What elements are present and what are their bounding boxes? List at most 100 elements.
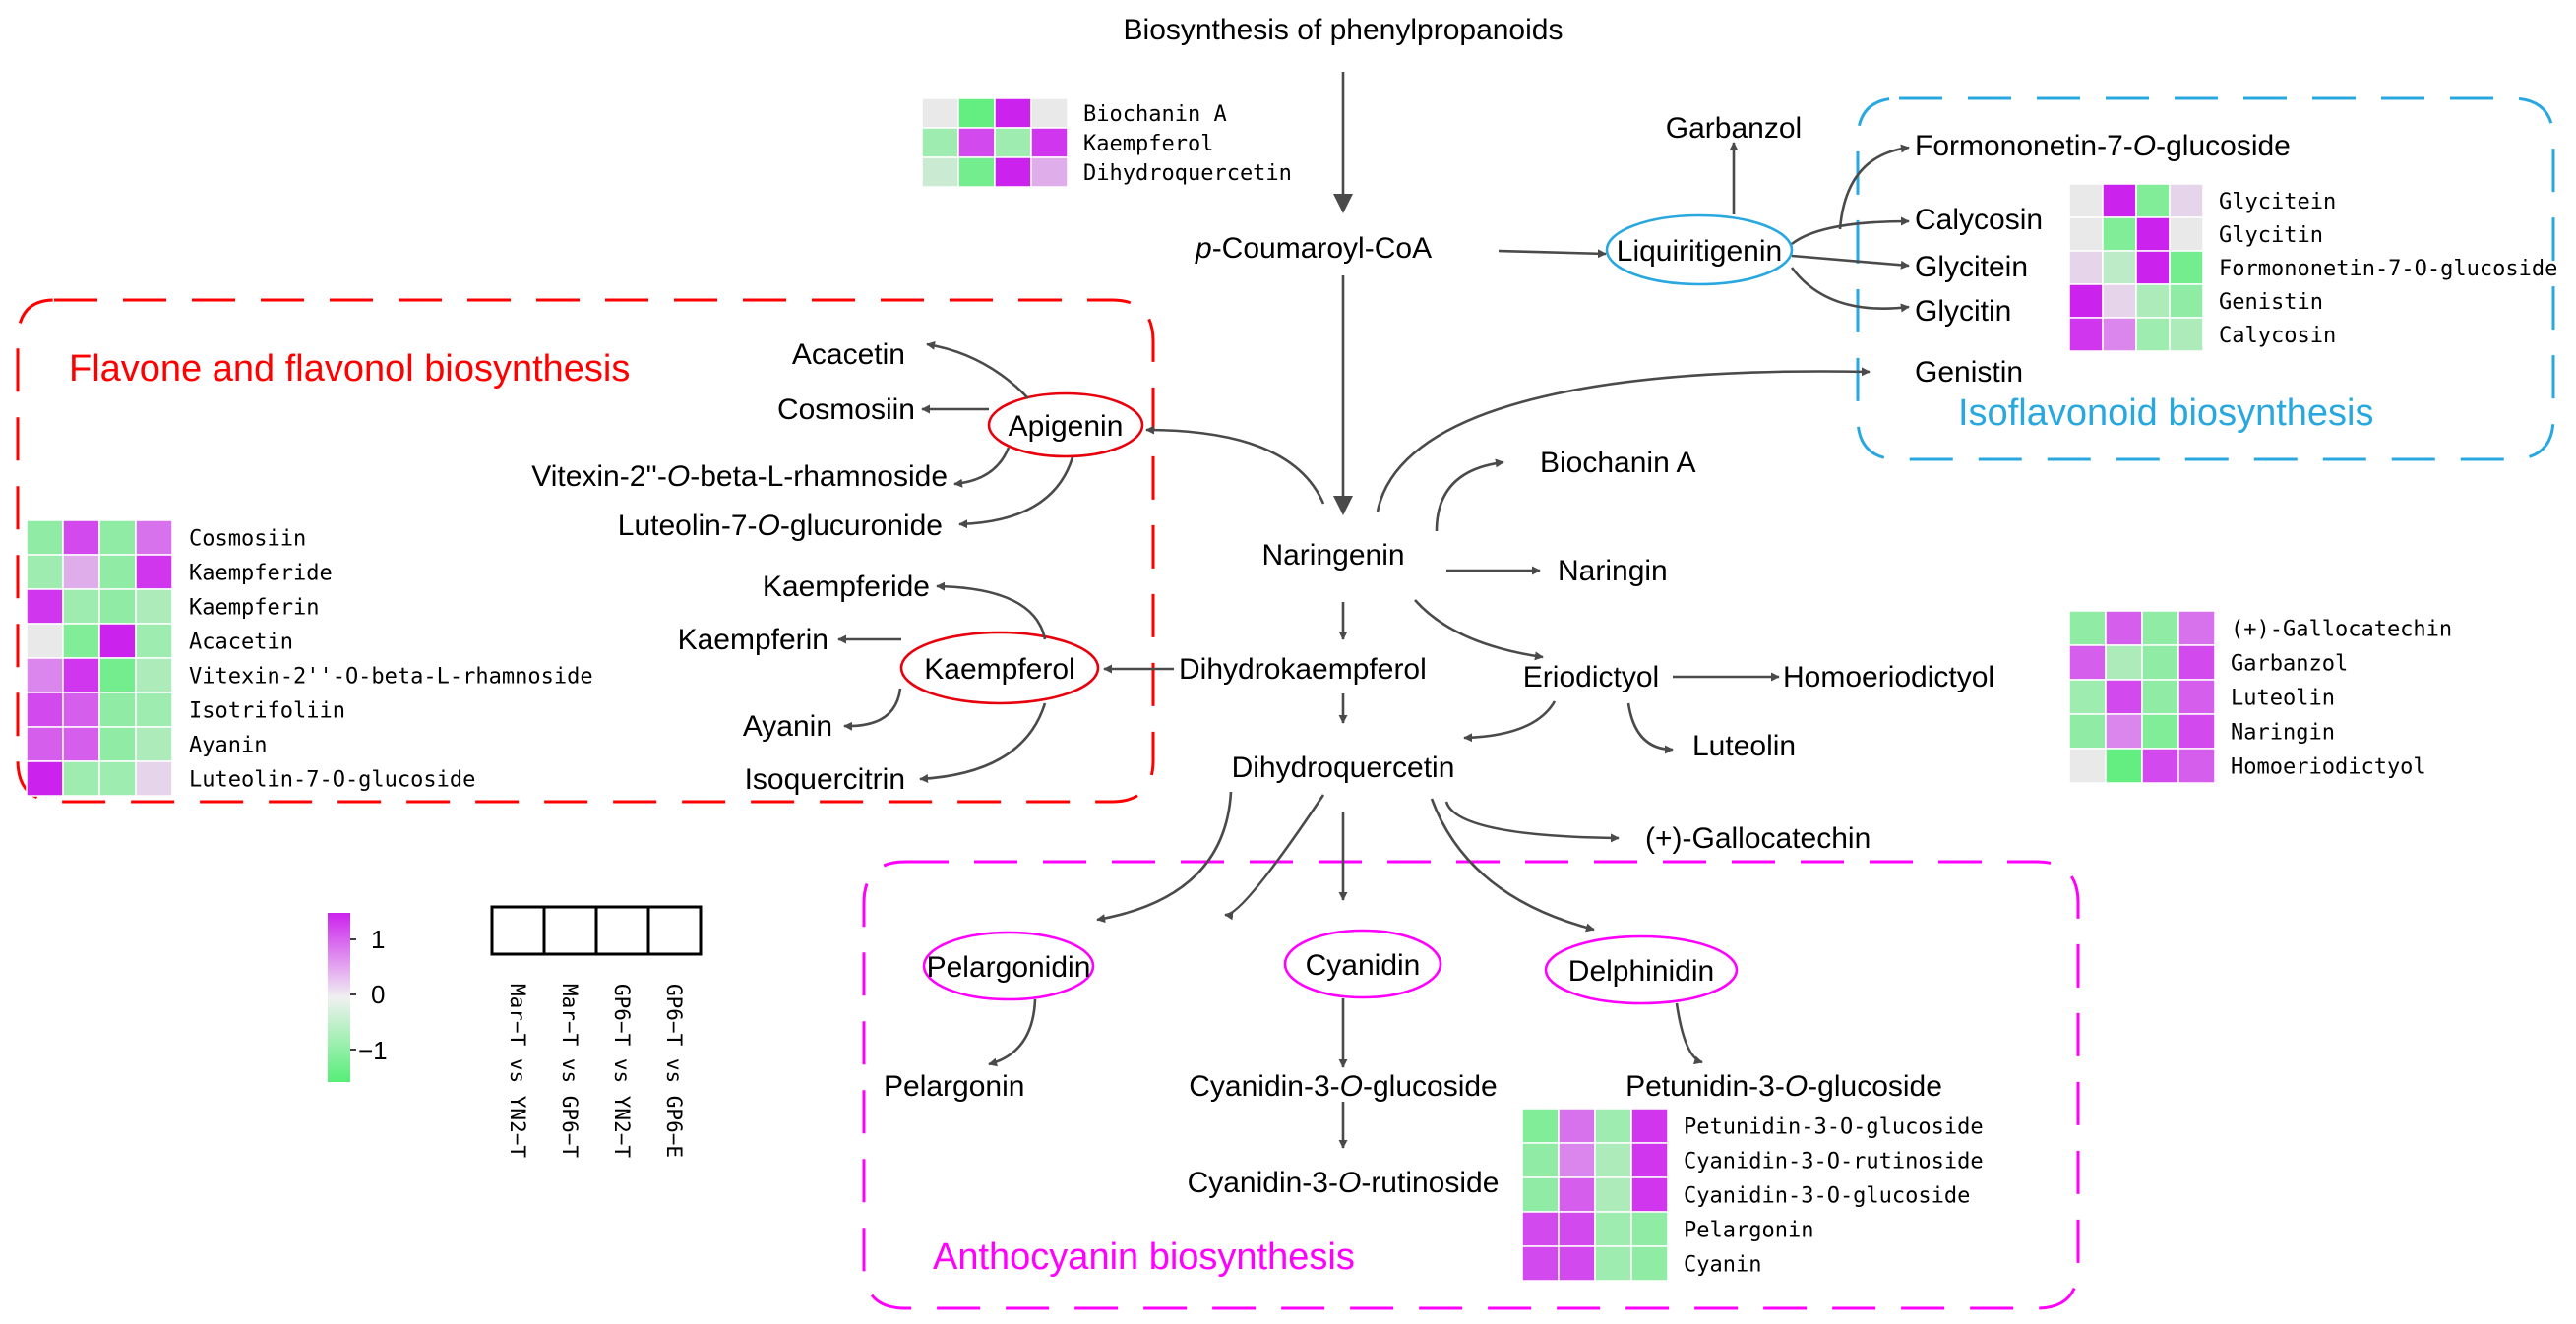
heatmap-cell bbox=[135, 692, 173, 728]
apigenin-ellipse bbox=[987, 391, 1144, 458]
heatmap-row-label: Formononetin-7-O-glucoside bbox=[2219, 257, 2557, 281]
heatmap-cell bbox=[1558, 1108, 1596, 1144]
node-cyanidin: Cyanidin bbox=[1306, 949, 1421, 982]
heatmap-row-label: Pelargonin bbox=[1684, 1219, 1813, 1243]
heatmap-row-label: Biochanin A bbox=[1083, 102, 1227, 127]
node-formononetin-7-o-glucoside: Formononetin-7-O-glucoside bbox=[1915, 130, 2291, 162]
node-kaempferol: Kaempferol bbox=[924, 653, 1074, 686]
heatmap-cell bbox=[1521, 1211, 1560, 1247]
heatmap-cell bbox=[98, 657, 137, 693]
heatmap-cell bbox=[2102, 183, 2137, 218]
heatmap-row-label: Glycitin bbox=[2219, 223, 2323, 248]
anthocyanin-region-label: Anthocyanin biosynthesis bbox=[933, 1236, 1355, 1278]
node-cyanidin-3-o-rutinoside: Cyanidin-3-O-rutinoside bbox=[1188, 1167, 1500, 1199]
heatmap-cell bbox=[98, 554, 137, 590]
comparison-key-cell bbox=[490, 905, 546, 956]
heatmap-cell bbox=[26, 692, 64, 728]
heatmap-cell bbox=[135, 519, 173, 556]
comparison-label-4: GP6−T vs GP6−E bbox=[662, 984, 686, 1158]
heatmap-cell bbox=[1558, 1245, 1596, 1282]
heatmap-cell bbox=[994, 97, 1032, 129]
heatmap-cell bbox=[2068, 250, 2104, 285]
comparison-key-cell bbox=[594, 905, 650, 956]
heatmap-cell bbox=[2141, 644, 2179, 681]
node-gallocatechin: (+)-Gallocatechin bbox=[1645, 822, 1871, 855]
node-liquiritigenin: Liquiritigenin bbox=[1617, 235, 1782, 268]
node-petunidin-3-o-glucoside: Petunidin-3-O-glucoside bbox=[1625, 1070, 1942, 1103]
heatmap-cell bbox=[1521, 1108, 1560, 1144]
heatmap-cell bbox=[2068, 748, 2107, 784]
node-genistin: Genistin bbox=[1915, 356, 2023, 389]
node-cyanidin-3-o-glucoside: Cyanidin-3-O-glucoside bbox=[1189, 1070, 1498, 1103]
heatmap-cell bbox=[26, 519, 64, 556]
heatmap-row-label: (+)-Gallocatechin bbox=[2231, 618, 2452, 642]
heatmap-row-label: Luteolin-7-O-glucoside bbox=[189, 768, 475, 793]
comparison-key-cell bbox=[542, 905, 598, 956]
node-isoquercitrin: Isoquercitrin bbox=[745, 763, 905, 796]
node-luteolin: Luteolin bbox=[1692, 730, 1796, 762]
node-glycitein: Glycitein bbox=[1915, 251, 2028, 283]
heatmap-cell bbox=[2102, 283, 2137, 319]
heatmap-cell bbox=[26, 760, 64, 797]
node-calycosin: Calycosin bbox=[1915, 204, 2043, 236]
heatmap-cell bbox=[2141, 748, 2179, 784]
comparison-label-1: Mar−T vs YN2−T bbox=[506, 984, 529, 1158]
heatmap-cell bbox=[2105, 644, 2143, 681]
heatmap-cell bbox=[1558, 1176, 1596, 1213]
heatmap-cell bbox=[2135, 216, 2171, 252]
heatmap-cell bbox=[1594, 1108, 1632, 1144]
legend-tick-high: 1 bbox=[371, 925, 385, 954]
heatmap-cell bbox=[62, 760, 100, 797]
heatmap-cell bbox=[2169, 183, 2204, 218]
heatmap-cell bbox=[2141, 679, 2179, 715]
heatmap-cell bbox=[1630, 1245, 1669, 1282]
heatmap-cell bbox=[1558, 1142, 1596, 1178]
node-naringin: Naringin bbox=[1558, 555, 1668, 587]
anthocyanin-region-box bbox=[862, 860, 2080, 1310]
heatmap-cell bbox=[62, 657, 100, 693]
heatmap-row-label: Dihydroquercetin bbox=[1083, 161, 1292, 186]
heatmap-cell bbox=[62, 519, 100, 556]
heatmap-cell bbox=[2102, 216, 2137, 252]
heatmap-cell bbox=[921, 156, 959, 188]
heatmap-cell bbox=[2135, 317, 2171, 352]
heatmap-cell bbox=[921, 127, 959, 158]
heatmap-cell bbox=[135, 657, 173, 693]
heatmap-cell bbox=[62, 554, 100, 590]
heatmap-row-label: Kaempferide bbox=[189, 562, 333, 586]
flavone-region-box bbox=[16, 298, 1155, 804]
heatmap-cell bbox=[2068, 283, 2104, 319]
heatmap-cell bbox=[62, 726, 100, 762]
heatmap-cell bbox=[957, 127, 996, 158]
heatmap-cell bbox=[1521, 1142, 1560, 1178]
heatmap-cell bbox=[2105, 679, 2143, 715]
heatmap-cell bbox=[2177, 610, 2216, 646]
heatmap-cell bbox=[2068, 644, 2107, 681]
comparison-label-2: Mar−T vs GP6−T bbox=[558, 984, 582, 1158]
heatmap-cell bbox=[2141, 610, 2179, 646]
heatmap-row-label: Acacetin bbox=[189, 631, 293, 655]
heatmap-cell bbox=[1594, 1142, 1632, 1178]
node-dihydrokaempferol: Dihydrokaempferol bbox=[1179, 653, 1427, 686]
heatmap-cell bbox=[2068, 610, 2107, 646]
heatmap-cell bbox=[1521, 1245, 1560, 1282]
heatmap-cell bbox=[135, 623, 173, 659]
heatmap-cell bbox=[2102, 250, 2137, 285]
delphinidin-ellipse bbox=[1544, 934, 1739, 1005]
heatmap-cell bbox=[2135, 183, 2171, 218]
heatmap-cell bbox=[2169, 250, 2204, 285]
heatmap-flavone: CosmosiinKaempferideKaempferinAcacetinVi… bbox=[26, 519, 593, 797]
node-homoeriodictyol: Homoeriodictyol bbox=[1783, 661, 1994, 693]
comparison-key-cell bbox=[646, 905, 703, 956]
comparison-key: Mar−T vs YN2−T Mar−T vs GP6−T GP6−T vs Y… bbox=[490, 905, 703, 1158]
node-ayanin: Ayanin bbox=[743, 710, 832, 743]
heatmap-cell bbox=[62, 588, 100, 625]
heatmap-row-label: Genistin bbox=[2219, 290, 2323, 315]
node-dihydroquercetin: Dihydroquercetin bbox=[1232, 752, 1455, 784]
heatmap-cell bbox=[62, 623, 100, 659]
liquiritigenin-ellipse bbox=[1605, 213, 1794, 286]
node-kaempferin: Kaempferin bbox=[678, 624, 828, 656]
legend-tick-zero: 0 bbox=[371, 980, 385, 1009]
heatmap-row-label: Homoeriodictyol bbox=[2231, 755, 2426, 780]
